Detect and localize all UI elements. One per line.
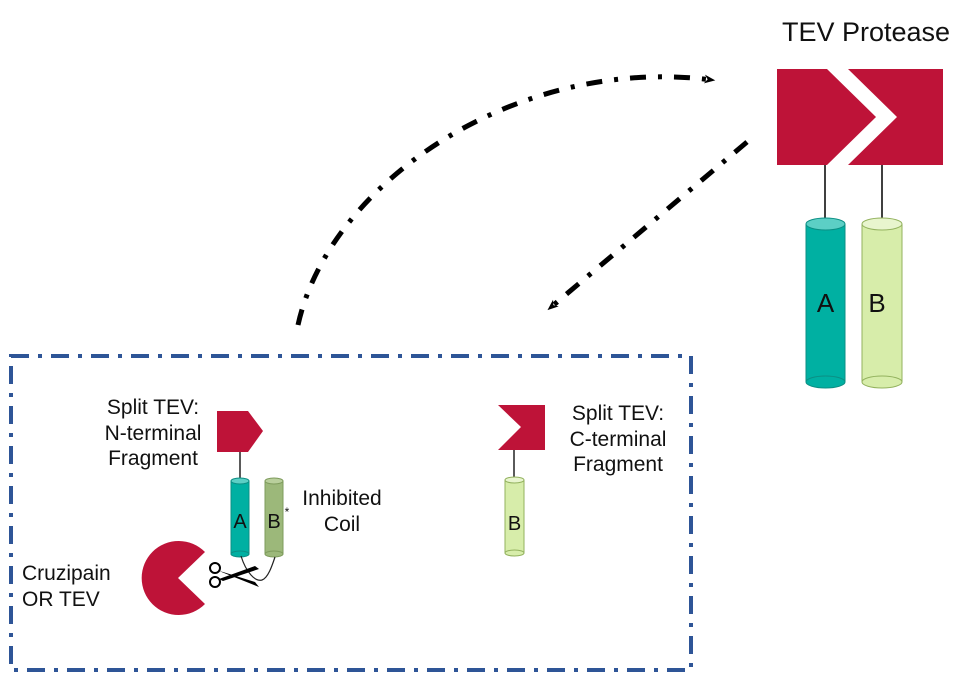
split-fragments-box — [9, 354, 693, 672]
n-terminal-label-line: Split TEV: — [106, 396, 200, 419]
protease-n-half — [777, 69, 876, 165]
c-terminal-fragment: B — [498, 405, 545, 557]
tev-protease-title: TEV Protease — [781, 17, 951, 47]
coil-a-letter: A — [817, 288, 835, 318]
coil-linker-loop — [240, 555, 276, 581]
inhibited-coil-label-line: Coil — [323, 512, 361, 536]
n-terminal-label: Split TEV: N-terminal Fragment — [88, 395, 218, 472]
coil-b-cylinder: B — [861, 217, 903, 389]
n-coil-b-letter: B — [267, 511, 280, 533]
n-terminal-fragment: A B * — [209, 411, 290, 588]
n-terminal-label-line: Fragment — [108, 447, 198, 471]
coil-a-cylinder: A — [805, 217, 846, 389]
scissors-icon — [209, 562, 259, 588]
n-coil-b-inhibited-cylinder: B * — [264, 477, 290, 558]
protease-c-half — [848, 69, 943, 165]
cleaver-label-line: Cruzipain — [22, 562, 111, 585]
inhibited-marker: * — [285, 505, 290, 519]
n-terminal-label-line: N-terminal — [104, 421, 202, 445]
arrow-to-split-box — [547, 140, 749, 311]
n-coil-a-letter: A — [233, 511, 247, 533]
cruzipain-pacman-icon — [141, 541, 205, 615]
c-terminal-label-line: C-terminal — [569, 427, 667, 451]
inhibited-coil-label: Inhibited Coil — [282, 486, 402, 537]
c-coil-b-cylinder: B — [504, 476, 525, 557]
coil-b-letter: B — [868, 288, 885, 318]
n-coil-a-cylinder: A — [230, 477, 250, 558]
cleaver-label: Cruzipain OR TEV — [22, 561, 122, 612]
n-terminal-pentagon — [217, 411, 263, 452]
c-terminal-label-line: Fragment — [573, 453, 663, 477]
arrow-to-protease — [295, 74, 716, 326]
cleaver-label-line: OR TEV — [22, 587, 100, 611]
c-terminal-label: Split TEV: C-terminal Fragment — [553, 401, 683, 478]
c-coil-b-letter: B — [508, 513, 521, 535]
inhibited-coil-label-line: Inhibited — [302, 487, 382, 510]
c-terminal-label-line: Split TEV: — [571, 402, 665, 425]
c-terminal-chevron — [498, 405, 545, 450]
tev-protease: A B — [777, 69, 943, 389]
